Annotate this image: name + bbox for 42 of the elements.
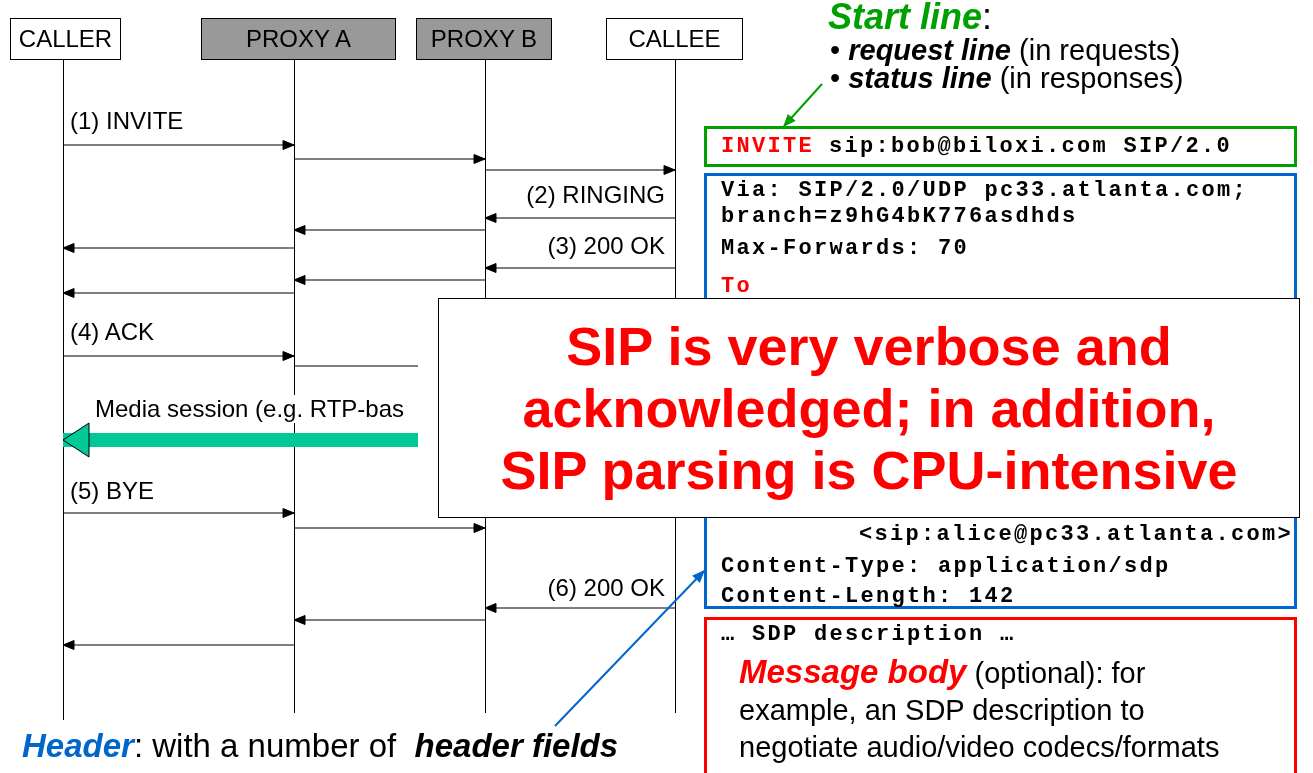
lifeline: [294, 60, 295, 713]
header-field: Via: SIP/2.0/UDP pc33.atlanta.com;: [721, 180, 1249, 202]
body-description: Message body (optional): for example, an SDP description to negotiate audio/video codecs/formats: [739, 653, 1221, 765]
lifeline: [63, 60, 64, 720]
message-arrow: [484, 263, 676, 273]
header-field: <sip:alice@pc33.atlanta.com>: [859, 524, 1294, 546]
message-arrow: [293, 523, 486, 533]
message-arrow: [62, 288, 295, 298]
leader-arrow: [554, 570, 705, 727]
actor-header: PROXY A: [201, 18, 396, 60]
leader-arrow: [783, 83, 823, 127]
message-arrow: [484, 603, 676, 613]
message-arrow: [293, 154, 486, 164]
message-arrow: [484, 165, 676, 175]
edge-label: Media session (e.g. RTP-bas: [95, 395, 405, 423]
message-arrow: [484, 213, 676, 223]
callout-text: SIP is very verbose and acknowledged; in addition, SIP parsing is CPU-intensive: [499, 315, 1239, 501]
message-arrow: [62, 351, 295, 361]
message-arrow: [293, 275, 486, 285]
header-field: To: [721, 276, 752, 298]
message-arrow: [62, 243, 295, 253]
code-text: … SDP description …: [721, 624, 1016, 646]
callout-tooltip: [438, 298, 1300, 518]
header-field: branch=z9hG4bK776asdhds: [721, 206, 1078, 228]
header-field: Content-Type: application/sdp: [721, 556, 1171, 578]
actor-header: CALLEE: [606, 18, 743, 60]
request-uri-text: sip:bob@biloxi.com SIP/2.0: [829, 133, 1233, 161]
note-heading: Start line:: [828, 0, 993, 36]
header-field: Content-Length: 142: [721, 586, 1016, 608]
message-arrow: [62, 508, 295, 518]
message-arrow: [293, 225, 486, 235]
bullet-item: • request line (in requests): [829, 36, 1181, 64]
caption-text: Header: with a number of header fields: [22, 727, 619, 764]
method-text: INVITE: [721, 133, 814, 161]
message-arrow: [293, 615, 486, 625]
message-body-box: [704, 617, 1297, 773]
media-stream-arrow: [62, 422, 418, 458]
actor-header: PROXY B: [416, 18, 552, 60]
actor-header: CALLER: [10, 18, 121, 60]
message-arrow: [62, 640, 295, 650]
message-arrow: [62, 140, 295, 150]
header-field: Max-Forwards: 70: [721, 238, 970, 260]
